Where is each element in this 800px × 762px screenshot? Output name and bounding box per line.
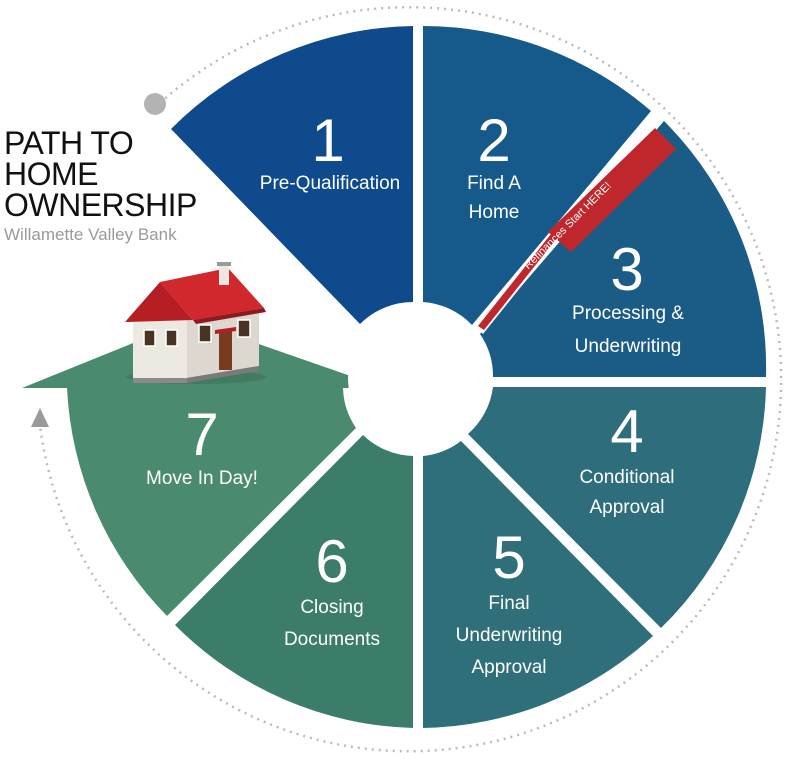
step-2-label-line1: Find A (467, 173, 521, 194)
step-1-label: Pre-Qualification (260, 173, 400, 194)
step-5-label-line2: Underwriting (456, 625, 563, 646)
step-7-number: 7 (185, 401, 218, 468)
center-hub (348, 308, 488, 448)
title-block: PATH TO HOME OWNERSHIP Willamette Valley… (4, 125, 197, 245)
step-1-segment (171, 26, 413, 324)
title-line-3: OWNERSHIP (4, 187, 197, 223)
step-4-label-line1: Conditional (579, 467, 674, 488)
step-6-number: 6 (315, 528, 348, 595)
step-2-number: 2 (477, 107, 510, 174)
refinance-banner-ribbon (548, 128, 676, 252)
step-4-segment (468, 387, 766, 628)
dotted-progress-path (38, 5, 783, 753)
step-3-label-line1: Processing & (572, 303, 684, 324)
step-6-label-line2: Documents (284, 629, 380, 650)
step-5-label-line1: Final (488, 593, 529, 614)
step-7-segment (22, 320, 385, 616)
path-start-dot (144, 93, 166, 115)
title-line-1: PATH TO (4, 125, 134, 161)
step-5-segment (423, 441, 653, 728)
step-4-label-line2: Approval (590, 497, 665, 518)
step-2-label-line2: Home (469, 202, 520, 223)
step-4-number: 4 (610, 398, 643, 465)
step-6-segment (175, 435, 413, 728)
bank-name: Willamette Valley Bank (4, 225, 177, 244)
step-3-label-line2: Underwriting (575, 336, 682, 357)
step-2-segment (423, 26, 651, 325)
step-3-number: 3 (610, 236, 643, 303)
house-icon (125, 262, 266, 384)
path-arrowhead-icon (31, 408, 49, 427)
step-5-label-line3: Approval (472, 657, 547, 678)
step-1-number: 1 (311, 107, 344, 174)
step-7-label: Move In Day! (146, 468, 258, 489)
step-3-segment (480, 121, 767, 377)
step-6-label-line1: Closing (300, 597, 363, 618)
step-5-number: 5 (492, 524, 525, 591)
title-line-2: HOME (4, 156, 98, 192)
